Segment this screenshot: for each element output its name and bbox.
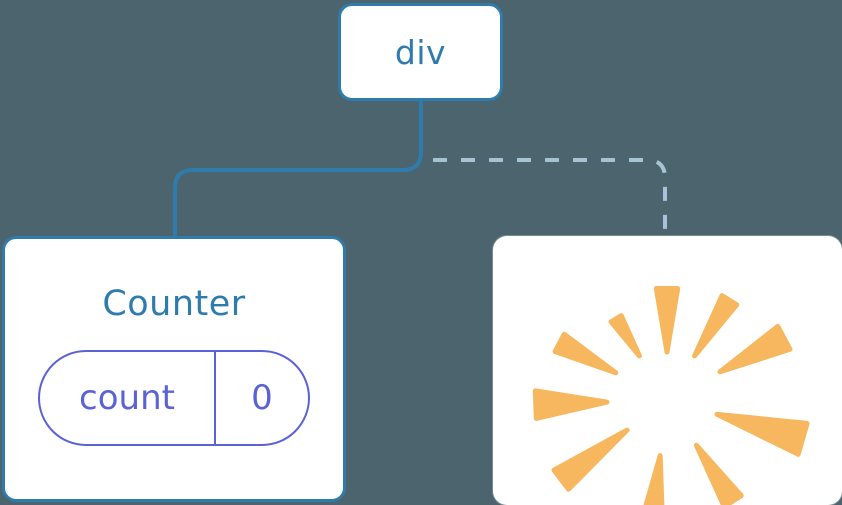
burst-ray-8 [717,323,793,375]
prop-pill-count[interactable]: count 0 [38,350,310,446]
burst-ray-6 [693,442,744,505]
edge-root-to-counter [173,99,423,240]
node-counter[interactable]: Counter count 0 [2,236,346,502]
node-burst[interactable] [493,236,842,505]
burst-ray-7 [714,411,810,457]
burst-ray-9 [692,293,740,359]
prop-value-count: 0 [251,378,273,418]
burst-ray-0 [653,286,681,355]
node-div[interactable]: div [338,3,503,101]
node-counter-label: Counter [102,284,246,324]
burst-ray-2 [552,331,619,376]
prop-key-count: count [79,378,175,418]
prop-divider [214,352,216,444]
edge-root-to-burst [433,158,667,238]
node-div-label: div [394,32,447,72]
burst-ray-1 [608,313,642,359]
burst-ray-3 [532,388,610,421]
sparkle-burst-icon [532,286,810,505]
burst-ray-4 [551,427,630,492]
burst-ray-5 [643,453,665,505]
